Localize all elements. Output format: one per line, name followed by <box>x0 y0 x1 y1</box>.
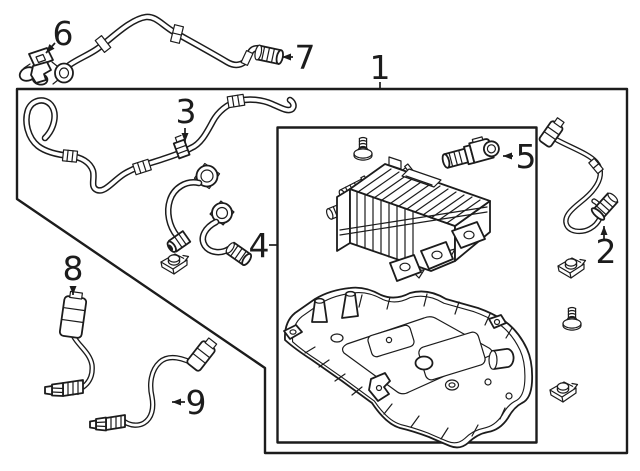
callout-4[interactable]: 4 <box>249 226 278 265</box>
canister-mounting-tray <box>283 286 534 449</box>
callout-8[interactable]: 8 <box>63 249 84 295</box>
callout-1[interactable]: 1 <box>370 48 391 89</box>
callout-7-label[interactable]: 7 <box>295 38 316 77</box>
callout-4-label[interactable]: 4 <box>249 226 270 265</box>
callout-9[interactable]: 9 <box>172 383 207 422</box>
callout-2-label[interactable]: 2 <box>596 232 617 271</box>
canister-mount-feet <box>389 221 486 282</box>
hose-clip-3 <box>172 134 191 160</box>
callout-2[interactable]: 2 <box>596 226 617 271</box>
hose-pair-4 <box>164 162 253 266</box>
callout-6[interactable]: 6 <box>45 14 74 54</box>
callout-3-label[interactable]: 3 <box>176 92 197 131</box>
callout-1-label[interactable]: 1 <box>370 48 391 87</box>
callout-5[interactable]: 5 <box>503 137 537 176</box>
detail-box <box>276 126 538 444</box>
tube-assembly-3 <box>23 93 297 194</box>
evap-canister <box>324 156 491 282</box>
oxygen-sensor-8 <box>44 290 95 397</box>
oxygen-sensor-9 <box>89 337 218 432</box>
purge-valve-5 <box>441 136 500 169</box>
callout-5-label[interactable]: 5 <box>516 137 537 176</box>
sensor-cable-2 <box>538 117 619 235</box>
callout-6-label[interactable]: 6 <box>53 14 74 53</box>
callout-9-label[interactable]: 9 <box>186 383 207 422</box>
bracket-6 <box>18 47 54 86</box>
hose-assembly-7 <box>51 13 284 85</box>
hose-end-fitting <box>51 61 74 85</box>
connector-7 <box>254 44 284 65</box>
callout-8-label[interactable]: 8 <box>63 249 84 288</box>
callout-7[interactable]: 7 <box>282 38 316 77</box>
outer-panel-box <box>15 87 629 455</box>
callout-3[interactable]: 3 <box>176 92 197 142</box>
